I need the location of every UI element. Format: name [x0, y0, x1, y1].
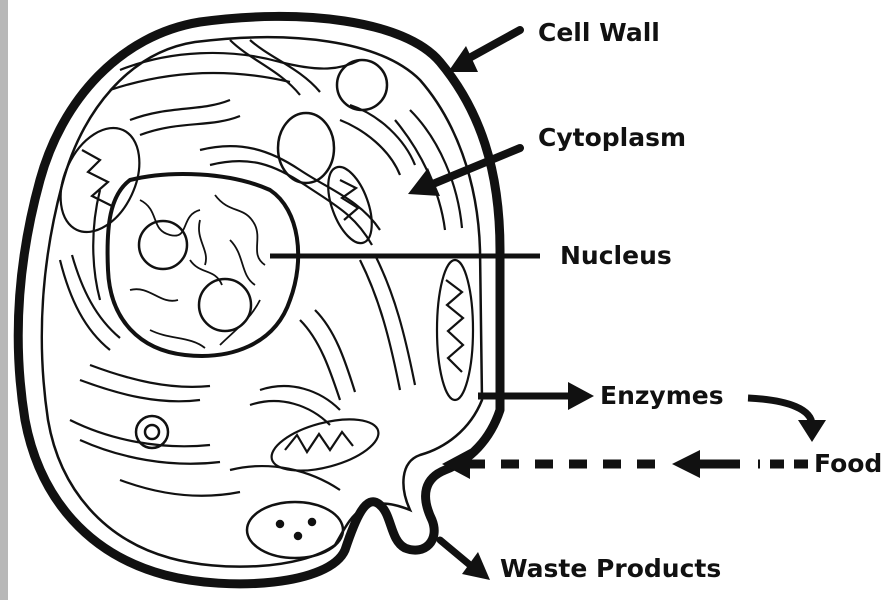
enzymes-arrow [478, 382, 594, 410]
label-food: Food [814, 451, 882, 476]
vacuole [337, 60, 387, 110]
mitochondrion [319, 161, 380, 248]
chromatin [130, 195, 265, 348]
label-waste-products: Waste Products [500, 556, 721, 581]
label-cytoplasm: Cytoplasm [538, 125, 686, 150]
enzymes-to-food-arrow [748, 398, 826, 442]
label-enzymes: Enzymes [600, 383, 724, 408]
nucleolus [139, 221, 187, 269]
waste-products-arrow [440, 540, 490, 580]
nucleolus [199, 279, 251, 331]
cell-wall-arrow [448, 30, 520, 72]
endoplasmic-reticulum [60, 40, 462, 496]
label-nucleus: Nucleus [560, 243, 672, 268]
nucleus [108, 174, 299, 356]
vacuole [278, 113, 334, 183]
mitochondrion [437, 260, 473, 400]
food-vacuole [247, 502, 343, 558]
food-arrow [442, 449, 808, 479]
label-cell-wall: Cell Wall [538, 20, 660, 45]
